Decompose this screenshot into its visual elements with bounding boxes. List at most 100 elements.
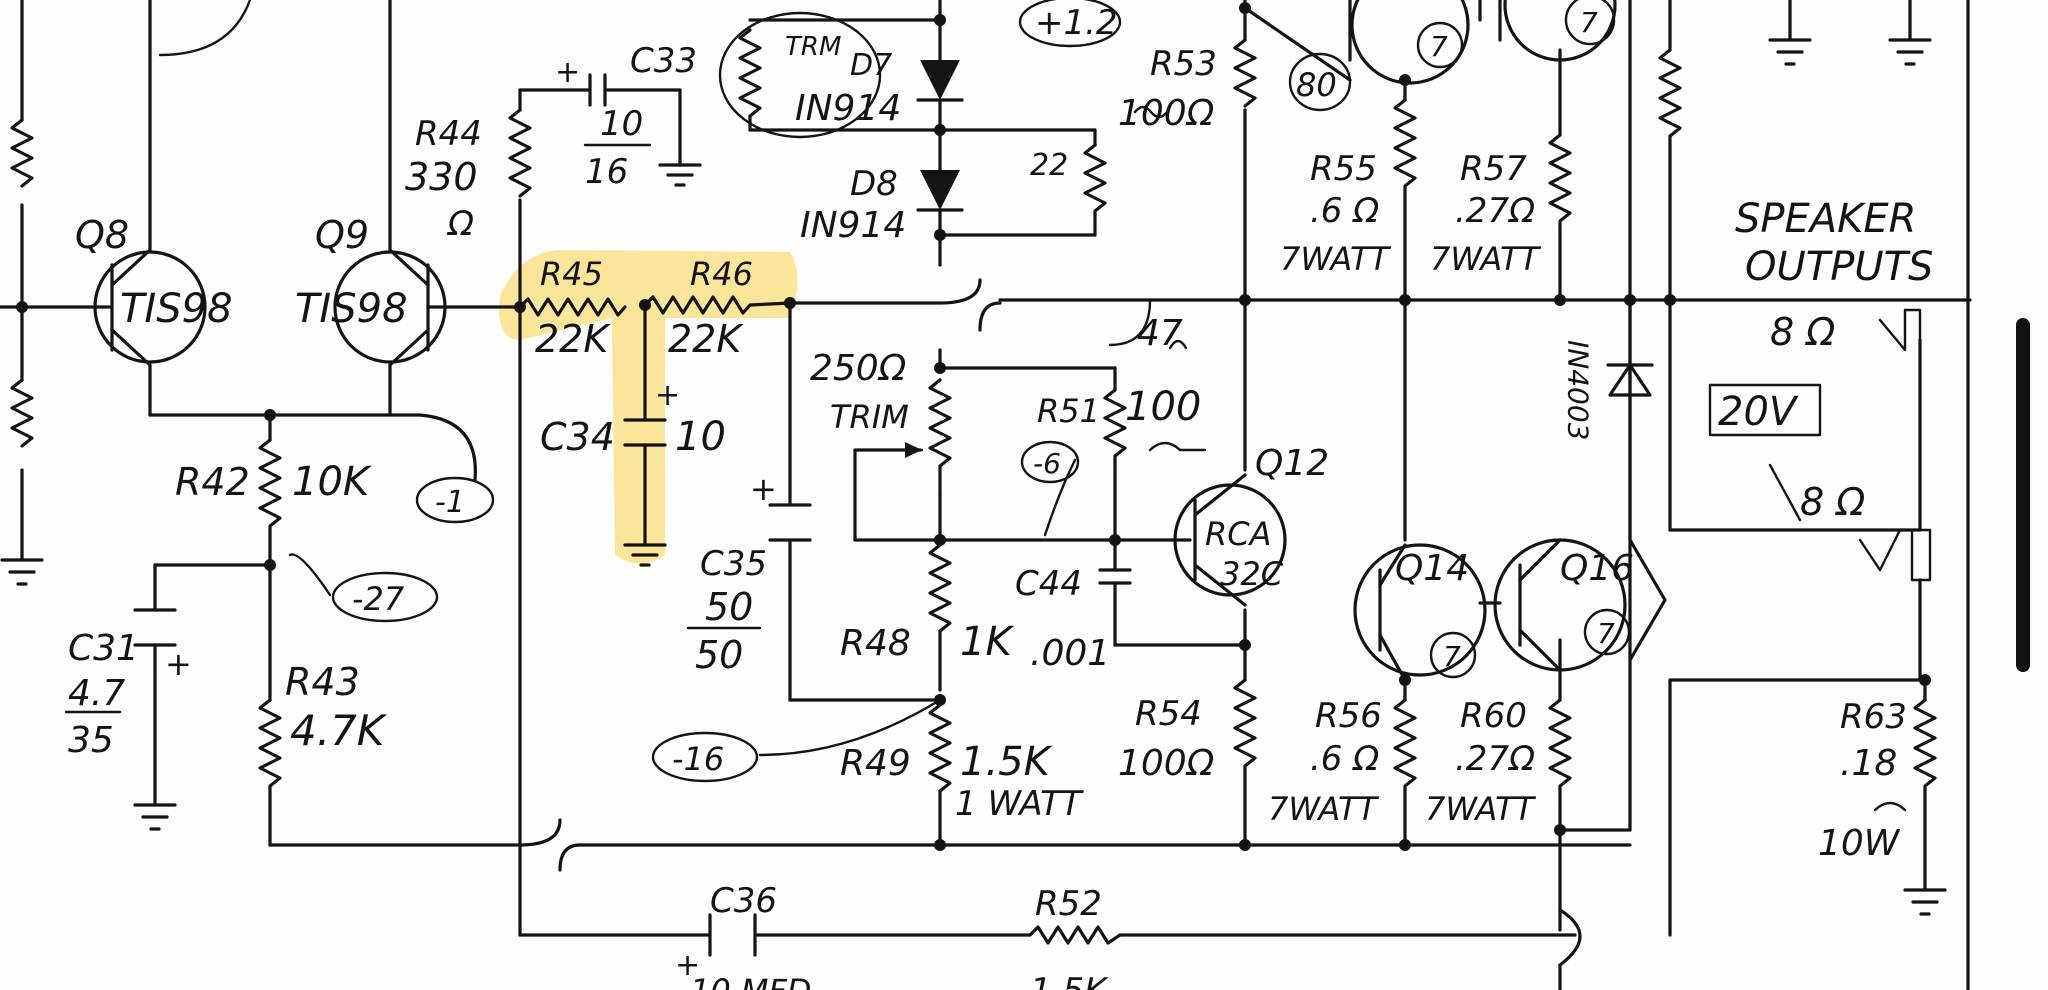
badge-m1 — [415, 476, 495, 524]
badge-m27 — [331, 571, 439, 623]
label-r53: R53 — [1150, 44, 1217, 84]
resistor-r56 — [1393, 698, 1417, 792]
label-r49: R49 — [840, 743, 911, 784]
label-c35-b: 50 — [695, 633, 743, 677]
resistor-r45 — [518, 297, 627, 317]
label-m16: -16 — [672, 740, 724, 778]
ground-c34 — [623, 543, 667, 567]
label-20v: 20V — [1718, 389, 1799, 435]
badge-7a — [1416, 21, 1464, 69]
label-r53-value: 100Ω — [1118, 93, 1215, 134]
resistor-r48 — [928, 543, 952, 652]
label-r57: R57 — [1460, 149, 1527, 189]
resistor-r43 — [258, 698, 282, 807]
label-r45-value: 22K — [535, 317, 611, 361]
label-c33: C33 — [630, 41, 697, 81]
diode-d8 — [916, 170, 964, 212]
label-c33-a: 10 — [600, 104, 643, 144]
label-r52-value: 1.5K — [1030, 971, 1109, 990]
resistor-r53 — [1233, 38, 1257, 108]
label-d8-value: IN914 — [800, 205, 906, 246]
label-7b: 7 — [1580, 6, 1598, 39]
label-trm: TRM — [785, 32, 841, 62]
transistor-q14 — [1353, 543, 1487, 682]
label-d7: D7 — [850, 48, 892, 83]
label-r63-watt: 10W — [1818, 823, 1901, 864]
resistor-trim-250 — [928, 378, 952, 497]
label-r46: R46 — [690, 255, 753, 293]
label-r56: R56 — [1315, 696, 1382, 736]
ground-symbols — [0, 38, 1947, 916]
transistor-top-2 — [1498, 0, 1617, 62]
highlight-marker — [499, 250, 798, 564]
diode-d7 — [916, 60, 964, 102]
label-r51-value: 100 — [1125, 384, 1201, 430]
label-c34-value: 10 — [675, 414, 726, 460]
label-q14: Q14 — [1395, 548, 1469, 589]
label-d8: D8 — [850, 164, 898, 204]
label-trim: TRIM — [830, 398, 909, 436]
label-r54: R54 — [1135, 694, 1202, 734]
resistors — [10, 28, 1937, 945]
label-r42-value: 10K — [292, 459, 372, 505]
resistor-r60 — [1548, 698, 1572, 802]
label-7a: 7 — [1430, 30, 1448, 63]
label-c36: C36 — [710, 881, 777, 921]
label-r56-value: .6 Ω — [1310, 739, 1379, 779]
label-c36-value: 10 MFD — [690, 972, 812, 990]
label-c31-a: 4.7 — [68, 673, 125, 714]
resistor-r46 — [643, 295, 792, 315]
resistor-r44 — [508, 108, 532, 198]
badge-7d — [1583, 608, 1631, 656]
label-7c: 7 — [1443, 640, 1461, 673]
voltage-badge-80 — [1288, 52, 1352, 112]
label-r60-watt: 7WATT — [1425, 790, 1537, 828]
label-r48: R48 — [840, 623, 911, 664]
label-r60: R60 — [1460, 696, 1527, 736]
ground-c33 — [658, 158, 702, 187]
label-m6: -6 — [1033, 447, 1061, 480]
transistor-q9 — [333, 248, 447, 367]
label-c44: C44 — [1015, 564, 1082, 604]
badge-7b — [1564, 0, 1616, 46]
label-r63-value: .18 — [1840, 743, 1897, 784]
resistor-r55 — [1393, 98, 1417, 202]
resistor-left-bottom — [10, 378, 34, 448]
label-r47: 47 — [1137, 313, 1183, 354]
ground-top-right-2 — [1888, 38, 1932, 66]
label-m1: -1 — [435, 485, 465, 520]
label-r46-value: 22K — [668, 317, 744, 361]
resistor-r54 — [1233, 678, 1257, 782]
voltage-badge-pos12 — [1018, 0, 1122, 48]
label-trim-250: 250Ω — [810, 348, 907, 389]
scrollbar-thumb[interactable] — [2016, 318, 2030, 672]
label-speaker: SPEAKER — [1735, 196, 1916, 242]
label-r63: R63 — [1840, 697, 1907, 737]
label-c31: C31 — [68, 628, 139, 669]
label-r52: R52 — [1035, 884, 1102, 924]
label-c34-plus: + — [655, 378, 680, 413]
resistor-r52 — [1028, 925, 1122, 945]
labels: +1.2 80 7 7 7 7 -6 -1 -27 -16 C33 + 10 1… — [64, 0, 1933, 990]
label-pos12: +1.2 — [1035, 3, 1118, 43]
resistor-r49 — [928, 703, 952, 812]
label-q8-value: TIS98 — [120, 286, 233, 332]
trm-enclosure — [718, 11, 882, 139]
label-r56-watt: 7WATT — [1268, 790, 1380, 828]
label-r51: R51 — [1037, 392, 1100, 430]
resistor-r42 — [258, 438, 282, 542]
label-r57-value: .27Ω — [1455, 191, 1535, 231]
voltage-box-20v — [1708, 383, 1822, 437]
label-q8: Q8 — [75, 213, 129, 257]
label-r42: R42 — [175, 460, 250, 504]
resistor-top-right — [1658, 48, 1682, 162]
transistors — [93, 0, 1627, 682]
annotation-leaders — [158, 0, 1932, 812]
label-c33-b: 16 — [585, 152, 628, 192]
label-outputs: OUTPUTS — [1745, 244, 1933, 290]
badge-m16 — [651, 731, 759, 783]
transistor-q16 — [1493, 538, 1627, 672]
label-c34: C34 — [540, 415, 615, 459]
label-7d: 7 — [1597, 617, 1615, 650]
